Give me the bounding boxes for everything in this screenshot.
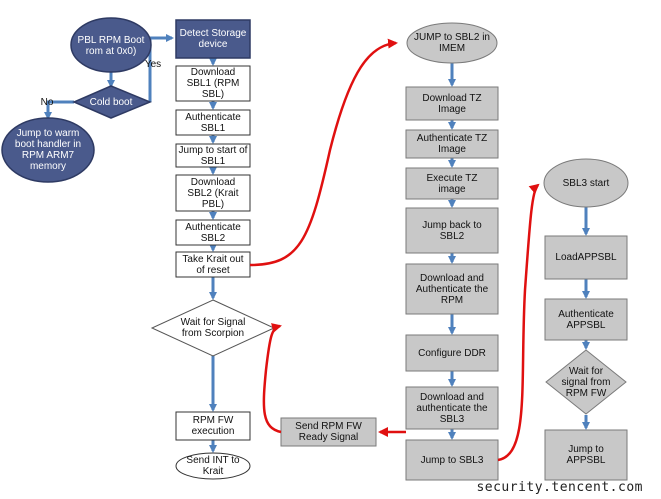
- wait-rpm-fw-decision: [545, 349, 627, 415]
- jump-warm-label: Jump to warm boot handler in RPM ARM7 me…: [14, 128, 82, 172]
- no-label: No: [40, 96, 54, 108]
- jump-sbl1-box: [175, 143, 251, 168]
- detect-storage-label: Detect Storage device: [179, 28, 247, 50]
- download-sbl2-box: [175, 174, 251, 212]
- jump-back-sbl2-box: [405, 207, 499, 254]
- execute-tz-label: Execute TZ image: [426, 172, 478, 195]
- auth-sbl2-box: [175, 219, 251, 246]
- load-appsbl-box: [544, 235, 628, 280]
- cold-boot-label: Cold boot: [89, 97, 133, 108]
- rpm-fw-exec-label: RPM FW execution: [191, 415, 235, 437]
- download-sbl1-box: [175, 65, 251, 102]
- download-sbl1-label: Download SBL1 (RPM SBL): [186, 67, 240, 100]
- jump-sbl3-box: [405, 439, 499, 481]
- watermark-text: security.tencent.com: [476, 480, 643, 495]
- auth-sbl1-box: [175, 109, 251, 136]
- auth-tz-box: [405, 129, 499, 159]
- yes-label: Yes: [144, 58, 162, 70]
- dl-auth-sbl3-box: [405, 386, 499, 430]
- send-rpm-ready-label: Send RPM FW Ready Signal: [295, 421, 362, 443]
- download-tz-box: [405, 86, 499, 121]
- sbl3-start-node: [543, 158, 629, 208]
- send-int-label: Send INT to Krait: [186, 455, 240, 477]
- download-tz-label: Download TZ Image: [422, 92, 482, 115]
- execute-tz-box: [405, 167, 499, 200]
- sbl3-start-label: SBL3 start: [562, 177, 610, 189]
- jump-sbl2-imem-node: [406, 22, 498, 64]
- jump-warm-node: [1, 117, 95, 183]
- download-sbl2-label: Download SBL2 (Krait PBL): [187, 176, 239, 210]
- cold-boot-decision: [72, 85, 152, 119]
- jump-sbl1-label: Jump to start of SBL1: [178, 144, 248, 167]
- configure-ddr-box: [405, 334, 499, 372]
- jump-back-sbl2-label: Jump back to SBL2: [422, 219, 482, 242]
- wait-scorpion-decision: [150, 299, 276, 357]
- jump-sbl2-imem-label: JUMP to SBL2 in IMEM: [414, 32, 490, 54]
- rpm-fw-exec-box: [175, 411, 251, 441]
- blue-connectors: [44, 34, 217, 453]
- jump-appsbl-box: [544, 429, 628, 481]
- red-connectors: [249, 38, 540, 462]
- wait-rpm-fw-label: Wait for signal from RPM FW: [561, 365, 611, 399]
- load-appsbl-label: LoadAPPSBL: [555, 252, 617, 263]
- detect-storage-box: [175, 19, 251, 59]
- auth-appsbl-label: Authenticate APPSBL: [558, 308, 614, 331]
- configure-ddr-label: Configure DDR: [418, 347, 486, 359]
- pbl-rpm-node: [70, 17, 152, 73]
- auth-sbl2-label: Authenticate SBL2: [185, 221, 241, 244]
- dl-auth-rpm-label: Download and Authenticate the RPM: [415, 272, 489, 306]
- pbl-rpm-label: PBL RPM Boot rom at 0x0): [77, 35, 145, 57]
- dl-auth-sbl3-label: Download and authenticate the SBL3: [416, 391, 488, 425]
- auth-tz-label: Authenticate TZ Image: [416, 133, 488, 155]
- take-krait-label: Take Krait out of reset: [182, 253, 244, 276]
- jump-appsbl-label: Jump to APPSBL: [566, 444, 606, 466]
- dl-auth-rpm-box: [405, 263, 499, 315]
- auth-appsbl-box: [544, 298, 628, 341]
- wait-scorpion-label: Wait for Signal from Scorpion: [180, 317, 246, 339]
- send-int-node: [175, 452, 251, 480]
- auth-sbl1-label: Authenticate SBL1: [185, 111, 241, 134]
- jump-sbl3-label: Jump to SBL3: [420, 454, 484, 466]
